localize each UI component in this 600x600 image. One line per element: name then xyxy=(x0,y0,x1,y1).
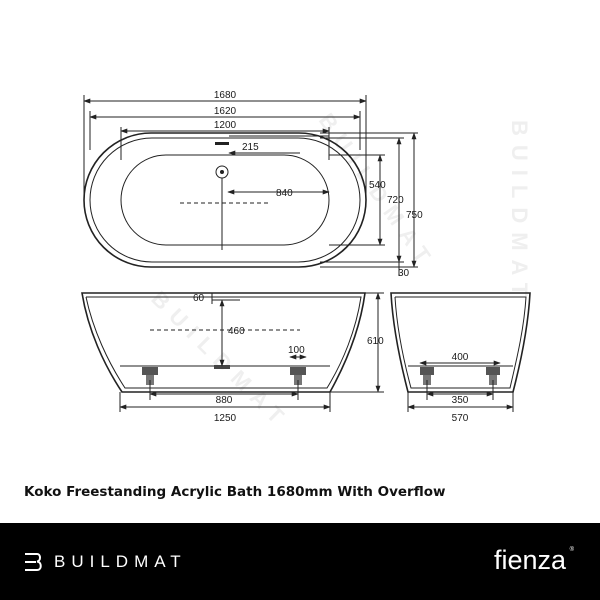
dim-rim-thickness: 30 xyxy=(398,268,410,279)
side-view: 60 460 610 880 1250 100 xyxy=(81,292,384,424)
watermark: BUILDMAT BUILDMAT BUILDMAT xyxy=(146,109,532,435)
dim-foot-spacing: 880 xyxy=(216,395,233,406)
dim-rim-width: 720 xyxy=(387,195,404,206)
footer-bar: BUILDMAT fienza ® xyxy=(0,523,600,600)
dim-overall-height: 610 xyxy=(367,336,384,347)
dim-end-width: 570 xyxy=(452,413,469,424)
product-title: Koko Freestanding Acrylic Bath 1680mm Wi… xyxy=(24,484,446,500)
dim-overflow-offset: 215 xyxy=(242,142,259,153)
dim-end-feet: 350 xyxy=(452,395,469,406)
buildmat-b-icon xyxy=(25,553,42,571)
left-foot-icon xyxy=(142,367,158,375)
dim-end-base: 400 xyxy=(452,352,469,363)
buildmat-logo: BUILDMAT xyxy=(54,552,187,571)
dim-inner-width: 540 xyxy=(369,180,386,191)
end-right-foot-icon xyxy=(486,367,500,375)
dim-overflow-drop: 60 xyxy=(193,293,205,304)
end-left-foot-icon xyxy=(420,367,434,375)
plan-view: 1680 1620 1200 215 840 540 720 750 30 xyxy=(83,90,423,279)
dim-base-length: 1200 xyxy=(214,120,237,131)
end-view: 400 350 570 xyxy=(390,292,531,424)
dim-rim-length: 1620 xyxy=(214,106,237,117)
dim-side-base: 1250 xyxy=(214,413,237,424)
waste-outlet-center-icon xyxy=(220,170,224,174)
bath-basin-outline xyxy=(120,154,330,246)
dim-overall-width: 750 xyxy=(406,210,423,221)
technical-drawing: BUILDMAT BUILDMAT BUILDMAT xyxy=(81,90,532,435)
bath-outer-outline xyxy=(83,132,367,268)
fienza-logo: fienza xyxy=(493,545,566,575)
right-foot-icon xyxy=(290,367,306,375)
dim-foot-offset: 100 xyxy=(288,345,305,356)
dim-waste-height: 460 xyxy=(228,326,245,337)
waste-fitting-icon xyxy=(214,365,230,369)
bath-rim-outline xyxy=(89,137,361,263)
end-view-outline xyxy=(390,292,531,393)
overflow-icon xyxy=(215,142,229,145)
dim-overall-length: 1680 xyxy=(214,90,237,101)
dim-waste-offset: 840 xyxy=(276,188,293,199)
fienza-registered-mark: ® xyxy=(569,547,574,553)
watermark-text-1: BUILDMAT xyxy=(507,120,532,305)
